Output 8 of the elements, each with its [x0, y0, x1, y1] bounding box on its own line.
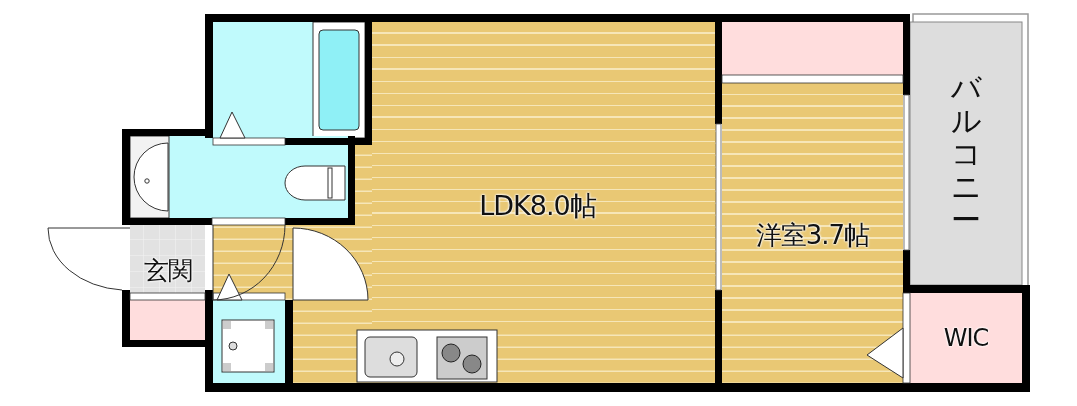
- room-label: バルコニー: [951, 71, 981, 236]
- room-area: [722, 83, 903, 325]
- room-area: [910, 293, 1022, 383]
- room-label: LDK8.0帖: [479, 188, 596, 223]
- room-label: 玄関: [143, 255, 192, 287]
- room-area: [372, 22, 715, 325]
- room-label: WIC: [943, 324, 989, 352]
- room-label: 洋室3.7帖: [755, 218, 870, 252]
